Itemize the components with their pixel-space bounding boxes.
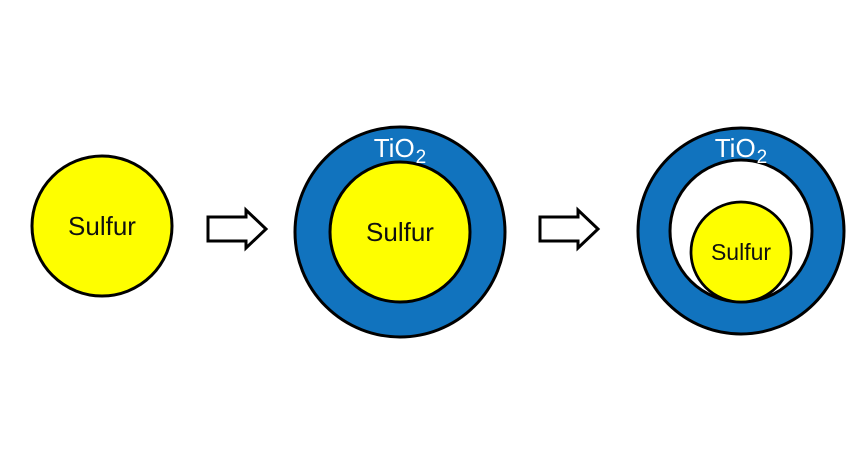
stage-bare-sulfur-particle: Sulfur (30, 154, 174, 298)
sulfur-label: Sulfur (366, 217, 434, 247)
sulfur-core-circle (328, 160, 472, 304)
tio2-label-base: TiO (374, 133, 415, 163)
stage-sulfur-tio2-yolk-shell: TiO2 Sulfur (636, 126, 846, 336)
sulfur-core-circle (30, 154, 174, 298)
right-block-arrow-icon (206, 206, 269, 252)
tio2-label-base: TiO (715, 133, 756, 163)
sulfur-yolk-circle (689, 200, 793, 304)
step-arrow-2 (538, 206, 601, 252)
tio2-label-subscript: 2 (416, 147, 427, 168)
tio2-label: TiO2 (715, 133, 768, 168)
sulfur-label: Sulfur (68, 211, 136, 241)
stage-sulfur-tio2-core-shell: TiO2 Sulfur (293, 125, 507, 339)
tio2-label-subscript: 2 (757, 147, 768, 168)
tio2-label: TiO2 (374, 133, 427, 168)
sulfur-label: Sulfur (711, 239, 771, 265)
right-block-arrow-icon (538, 206, 601, 252)
step-arrow-1 (206, 206, 269, 252)
